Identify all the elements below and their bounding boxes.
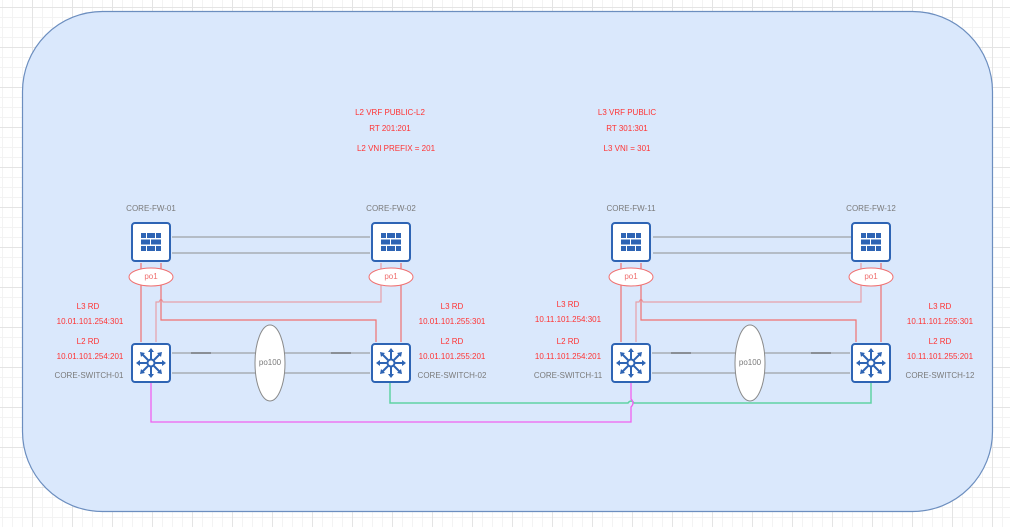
layer3-switch-icon bbox=[856, 348, 886, 378]
firewall-icon bbox=[861, 233, 881, 251]
vrf-left-rt: RT 201:201 bbox=[369, 124, 411, 133]
vrf-right-rt: RT 301:301 bbox=[606, 124, 648, 133]
switch-core-switch-11[interactable] bbox=[611, 343, 651, 383]
po1-label-fw11: po1 bbox=[624, 272, 638, 281]
vrf-left-title: L2 VRF PUBLIC-L2 bbox=[355, 108, 425, 117]
firewall-core-fw-12[interactable] bbox=[851, 222, 891, 262]
fw01-name: CORE-FW-01 bbox=[126, 204, 176, 213]
switch-core-switch-02[interactable] bbox=[371, 343, 411, 383]
sw11-l2-rd-label: L2 RD bbox=[556, 337, 580, 346]
firewall-core-fw-11[interactable] bbox=[611, 222, 651, 262]
switch-core-switch-12[interactable] bbox=[851, 343, 891, 383]
sw11-l3-rd-label: L3 RD bbox=[556, 300, 580, 309]
sw01-l2-rd-value: 10.01.101.254:201 bbox=[56, 352, 124, 361]
fw-links bbox=[172, 236, 851, 254]
sw12-l3-rd-value: 10.11.101.255:301 bbox=[906, 317, 974, 326]
vrf-right-title: L3 VRF PUBLIC bbox=[597, 108, 657, 117]
magenta-inter-site-link bbox=[150, 383, 634, 423]
firewall-core-fw-01[interactable] bbox=[131, 222, 171, 262]
po1-bundle-fw11[interactable] bbox=[608, 267, 654, 287]
sw02-l2-rd-value: 10.01.101.255:201 bbox=[418, 352, 486, 361]
sw02-l3-rd-value: 10.01.101.255:301 bbox=[418, 317, 486, 326]
firewall-icon bbox=[141, 233, 161, 251]
po100-label-right: po100 bbox=[738, 358, 762, 367]
sw12-name: CORE-SWITCH-12 bbox=[905, 371, 975, 380]
po1-bundle-fw02[interactable] bbox=[368, 267, 414, 287]
fw01-sw02-link bbox=[160, 263, 377, 342]
po100-bundle-left[interactable] bbox=[254, 324, 286, 402]
sw12-l2-rd-label: L2 RD bbox=[928, 337, 952, 346]
fw12-name: CORE-FW-12 bbox=[846, 204, 896, 213]
switch-core-switch-01[interactable] bbox=[131, 343, 171, 383]
vrf-right-vni: L3 VNI = 301 bbox=[603, 144, 651, 153]
po100-bundle-right[interactable] bbox=[734, 324, 766, 402]
sw02-l3-rd-label: L3 RD bbox=[440, 302, 464, 311]
sw01-l2-rd-label: L2 RD bbox=[76, 337, 100, 346]
sw02-name: CORE-SWITCH-02 bbox=[417, 371, 487, 380]
firewall-core-fw-02[interactable] bbox=[371, 222, 411, 262]
po100-label-left: po100 bbox=[258, 358, 282, 367]
sw02-l2-rd-label: L2 RD bbox=[440, 337, 464, 346]
po1-bundle-fw01[interactable] bbox=[128, 267, 174, 287]
layer3-switch-icon bbox=[616, 348, 646, 378]
sw11-l3-rd-value: 10.11.101.254:301 bbox=[534, 315, 602, 324]
sw12-l2-rd-value: 10.11.101.255:201 bbox=[906, 352, 974, 361]
firewall-icon bbox=[381, 233, 401, 251]
firewall-icon bbox=[621, 233, 641, 251]
sw11-l2-rd-value: 10.11.101.254:201 bbox=[534, 352, 602, 361]
green-inter-site-link bbox=[389, 383, 872, 404]
layer3-switch-icon bbox=[136, 348, 166, 378]
sw01-l3-rd-label: L3 RD bbox=[76, 302, 100, 311]
sw11-name: CORE-SWITCH-11 bbox=[533, 371, 603, 380]
po1-label-fw02: po1 bbox=[384, 272, 398, 281]
po1-bundle-fw12[interactable] bbox=[848, 267, 894, 287]
sw01-name: CORE-SWITCH-01 bbox=[54, 371, 124, 380]
sw12-l3-rd-label: L3 RD bbox=[928, 302, 952, 311]
fw11-sw12-link bbox=[640, 263, 857, 342]
fw02-name: CORE-FW-02 bbox=[366, 204, 416, 213]
fw11-name: CORE-FW-11 bbox=[606, 204, 656, 213]
po1-label-fw12: po1 bbox=[864, 272, 878, 281]
layer3-switch-icon bbox=[376, 348, 406, 378]
po1-label-fw01: po1 bbox=[144, 272, 158, 281]
vrf-left-vni: L2 VNI PREFIX = 201 bbox=[356, 144, 436, 153]
sw01-l3-rd-value: 10.01.101.254:301 bbox=[56, 317, 124, 326]
